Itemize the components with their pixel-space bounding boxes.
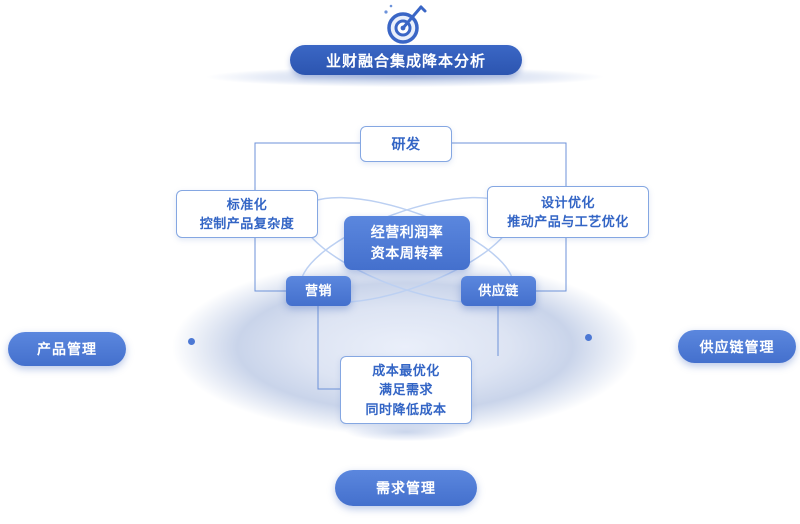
node-supply-chain-label: 供应链 <box>478 283 519 299</box>
platform-dot-right <box>585 334 592 341</box>
node-marketing: 营销 <box>286 276 351 306</box>
node-marketing-label: 营销 <box>304 283 332 299</box>
cost-box-shadow-ellipse <box>328 420 484 444</box>
title-banner: 业财融合集成降本分析 <box>290 45 522 75</box>
pill-supply-chain-management-label: 供应链管理 <box>699 338 775 355</box>
node-center-line2: 资本周转率 <box>370 245 444 261</box>
node-supply-chain: 供应链 <box>461 276 536 306</box>
pill-supply-chain-management: 供应链管理 <box>678 330 796 363</box>
node-cost-line1: 成本最优化 <box>372 362 440 378</box>
target-dart-icon <box>381 2 429 46</box>
platform-dot-left <box>188 338 195 345</box>
node-center-metrics: 经营利润率 资本周转率 <box>344 216 470 270</box>
pill-demand-management-label: 需求管理 <box>376 480 436 496</box>
node-cost-optimization: 成本最优化 满足需求 同时降低成本 <box>340 356 472 424</box>
node-design-line2: 推动产品与工艺优化 <box>507 214 629 229</box>
node-rd: 研发 <box>360 126 452 162</box>
node-cost-line3: 同时降低成本 <box>365 401 447 417</box>
node-center-line1: 经营利润率 <box>370 224 444 240</box>
pill-product-management: 产品管理 <box>8 332 126 366</box>
pill-demand-management: 需求管理 <box>335 470 477 506</box>
node-standardization-line2: 控制产品复杂度 <box>199 216 295 231</box>
page-title: 业财融合集成降本分析 <box>325 52 486 70</box>
node-design-line1: 设计优化 <box>540 194 595 210</box>
node-rd-label: 研发 <box>391 135 421 152</box>
node-cost-line2: 满足需求 <box>378 382 433 398</box>
pill-product-management-label: 产品管理 <box>37 341 97 357</box>
node-standardization-line1: 标准化 <box>226 196 268 212</box>
node-standardization: 标准化 控制产品复杂度 <box>176 190 318 238</box>
node-design-optimization: 设计优化 推动产品与工艺优化 <box>487 186 649 238</box>
